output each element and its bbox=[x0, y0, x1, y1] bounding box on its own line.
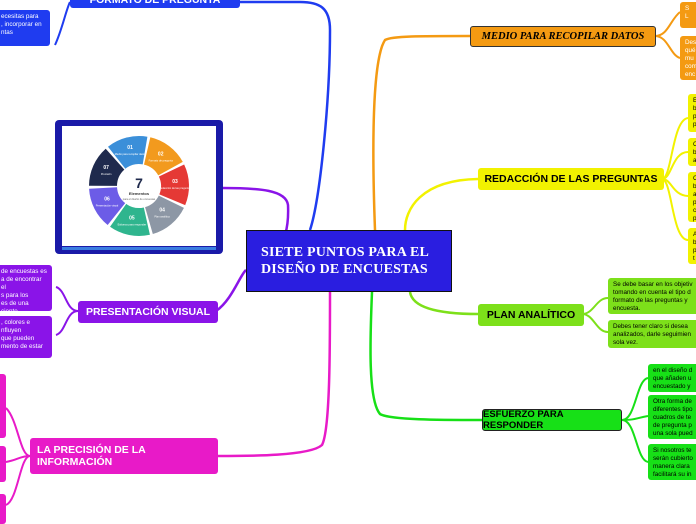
infographic-center-sublabel: para el diseño de encuestas bbox=[123, 197, 156, 201]
note-esfuerzo-2[interactable]: Otra forma de diferentes tipo cuadros de… bbox=[648, 395, 696, 439]
note-precision-3[interactable] bbox=[0, 494, 6, 524]
note-plan-1[interactable]: Se debe basar en los objetiv tomando en … bbox=[608, 278, 696, 314]
infographic-center-number: 7 bbox=[135, 175, 143, 191]
note-redaccion-2[interactable]: C b a bbox=[688, 138, 696, 166]
topic-plan-analitico[interactable]: PLAN ANALÍTICO bbox=[478, 304, 584, 326]
infographic-segment-number: 01 bbox=[127, 145, 133, 151]
infographic-segment bbox=[107, 136, 148, 169]
infographic-segment-label: Esfuerzo para responder bbox=[118, 222, 147, 226]
infographic-segment-label: Precisión bbox=[101, 172, 112, 176]
note-precision-1[interactable] bbox=[0, 374, 6, 438]
infographic-center-label: Elementos bbox=[129, 191, 150, 196]
infographic-segment-number: 03 bbox=[172, 179, 178, 185]
infographic-segment bbox=[145, 195, 184, 235]
note-precision-2[interactable] bbox=[0, 446, 6, 482]
infographic-segment-label: Formato de pregunta bbox=[149, 158, 174, 162]
note-redaccion-1[interactable]: E b p p bbox=[688, 94, 696, 132]
infographic-segment-number: 02 bbox=[158, 151, 164, 157]
topic-presentacion-visual[interactable]: PRESENTACIÓN VISUAL bbox=[78, 301, 218, 323]
topic-formato-de-pregunta[interactable]: FORMATO DE PREGUNTA bbox=[70, 0, 240, 8]
infographic-segment bbox=[158, 164, 189, 206]
note-esfuerzo-1[interactable]: en el diseño d que añaden u encuestado y bbox=[648, 364, 696, 392]
note-plan-2[interactable]: Debes tener claro si desea analizados, d… bbox=[608, 320, 696, 348]
infographic-segment-number: 05 bbox=[129, 215, 135, 221]
infographic-center bbox=[119, 166, 159, 206]
topic-esfuerzo-para-responder[interactable]: ESFUERZO PARA RESPONDER bbox=[482, 409, 622, 431]
note-redaccion-3[interactable]: C b a p c p bbox=[688, 172, 696, 222]
infographic-segment-number: 04 bbox=[159, 208, 165, 214]
infographic-segment-label: Plan analítico bbox=[154, 215, 170, 219]
infographic-segment-label: Redacción de las preguntas bbox=[159, 186, 192, 190]
infographic-segment bbox=[110, 203, 150, 236]
infographic-segment-number: 06 bbox=[104, 196, 110, 202]
note-formato-1[interactable]: ecesitas para , incorporar en ntas bbox=[0, 10, 50, 46]
thumbnail-bottom-bar bbox=[62, 247, 216, 250]
note-esfuerzo-3[interactable]: Si nosotros te serán cubierto manera cla… bbox=[648, 444, 696, 480]
topic-la-precision-de-la-informacion[interactable]: LA PRECISIÓN DE LA INFORMACIÓN bbox=[30, 438, 218, 474]
topic-redaccion-de-las-preguntas[interactable]: REDACCIÓN DE LAS PREGUNTAS bbox=[478, 168, 664, 190]
note-presentacion-2[interactable]: , colores e nfluyen que pueden mento de … bbox=[0, 316, 52, 358]
infographic-segment-label: Presentación visual bbox=[96, 203, 119, 207]
note-medio-2[interactable]: Des qué mu com enc bbox=[680, 36, 696, 80]
infographic-segment bbox=[143, 137, 183, 176]
note-medio-1[interactable]: S L bbox=[680, 2, 696, 28]
note-presentacion-1[interactable]: de encuestas es a de encontrar el s para… bbox=[0, 265, 52, 311]
infographic-segment-label: Medio para recopilar datos bbox=[115, 152, 146, 156]
infographic-segment-number: 07 bbox=[103, 165, 109, 171]
central-topic[interactable]: SIETE PUNTOS PARA EL DISEÑO DE ENCUESTAS bbox=[246, 230, 452, 292]
topic-medio-para-recopilar-datos[interactable]: MEDIO PARA RECOPILAR DATOS bbox=[470, 26, 656, 47]
note-redaccion-4[interactable]: A b p t bbox=[688, 228, 696, 264]
infographic-segment bbox=[89, 148, 125, 186]
infographic-segment bbox=[89, 187, 126, 225]
